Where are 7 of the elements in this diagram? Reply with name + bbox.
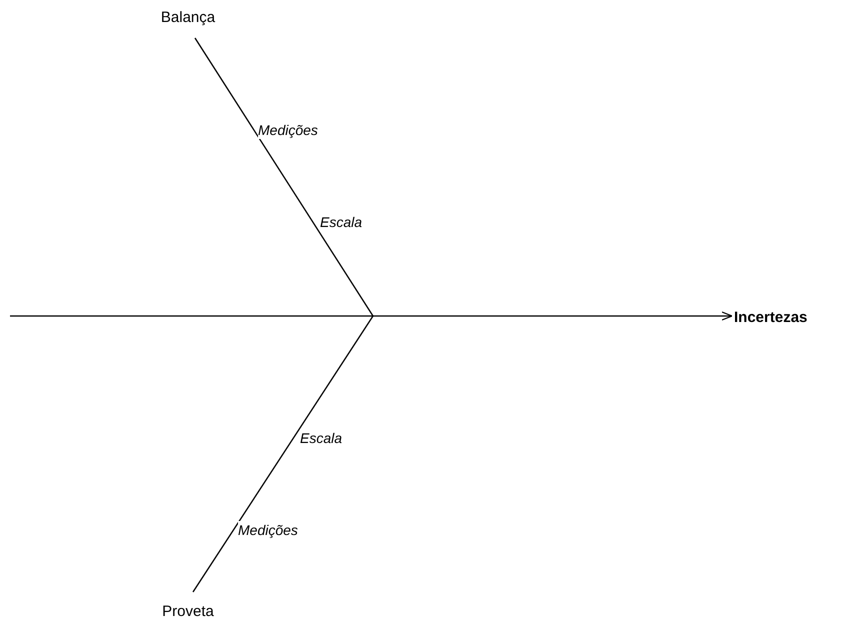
branch-line [194,38,374,316]
effect-label: Incertezas [734,306,834,330]
cause-label: Balança [150,6,226,30]
branch-line [192,316,374,592]
arrow [10,311,733,321]
sub-cause-label: Medições [238,521,298,539]
cause-label: Proveta [150,600,226,624]
